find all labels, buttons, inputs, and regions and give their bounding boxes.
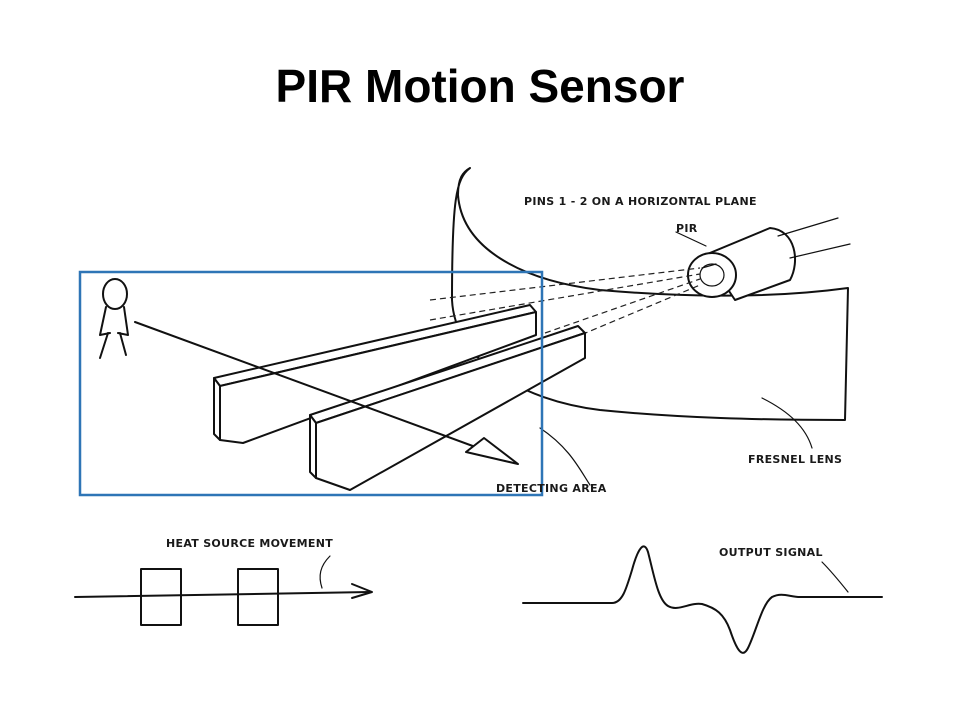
label-detecting-area: DETECTING AREA [496, 482, 607, 495]
fresnel-leader-line [761, 397, 813, 449]
label-output-signal: OUTPUT SIGNAL [719, 546, 823, 559]
label-pins: PINS 1 - 2 ON A HORIZONTAL PLANE [524, 195, 757, 208]
slide-title: PIR Motion Sensor [275, 60, 685, 112]
pir-sensor-shape [687, 217, 851, 301]
pir-leader-line [675, 231, 707, 247]
detection-zone-back [309, 325, 586, 491]
output-signal-waveform [522, 545, 883, 654]
highlight-box [78, 270, 544, 497]
label-pir: PIR [676, 222, 698, 235]
label-heat-source-movement: HEAT SOURCE MOVEMENT [166, 537, 333, 550]
detection-zone-front [213, 304, 537, 444]
detection-beams [429, 267, 701, 351]
person-figure [99, 278, 129, 359]
label-fresnel-lens: FRESNEL LENS [748, 453, 842, 466]
movement-arrow [134, 321, 519, 465]
fresnel-lens-shape [451, 167, 849, 421]
detecting-area-leader-line [539, 427, 591, 486]
heat-source-diagram [74, 555, 373, 626]
